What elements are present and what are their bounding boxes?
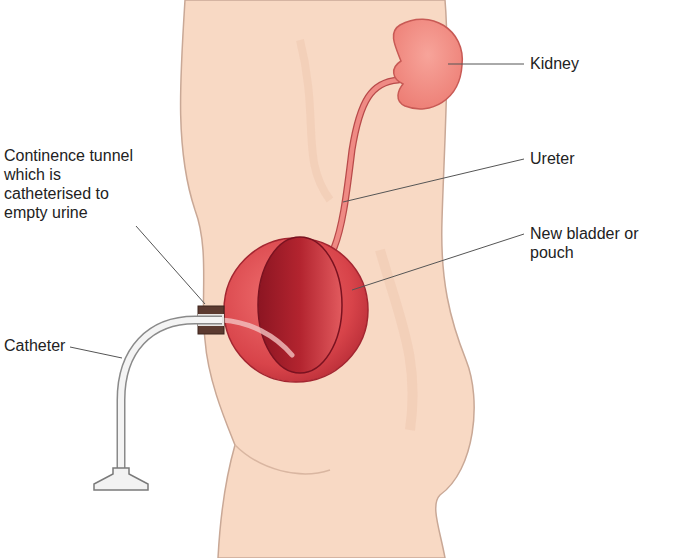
catheter-tip-inside — [222, 320, 292, 355]
leader-line — [343, 159, 524, 202]
catheter-funnel — [94, 468, 148, 490]
part-label: Catheter — [4, 336, 94, 355]
part-label: Kidney — [530, 54, 680, 73]
part-label: Ureter — [530, 149, 680, 168]
catheter-tube-outline — [121, 320, 222, 470]
pouch-opening — [258, 237, 342, 373]
catheter-tube — [121, 320, 222, 470]
part-label: Continence tunnel which is catheterised … — [4, 146, 144, 222]
ureter-outline — [334, 80, 398, 248]
leader-line — [448, 64, 524, 65]
body-outline — [181, 0, 475, 558]
skin-shading — [380, 250, 413, 430]
part-label: New bladder or pouch — [530, 224, 642, 262]
ureter — [334, 80, 398, 248]
new-bladder-pouch — [224, 238, 368, 382]
skin-shading — [300, 40, 330, 200]
leader-line — [136, 226, 205, 304]
leader-line — [70, 347, 122, 358]
leg-crease — [235, 445, 330, 474]
leader-line — [352, 234, 524, 290]
